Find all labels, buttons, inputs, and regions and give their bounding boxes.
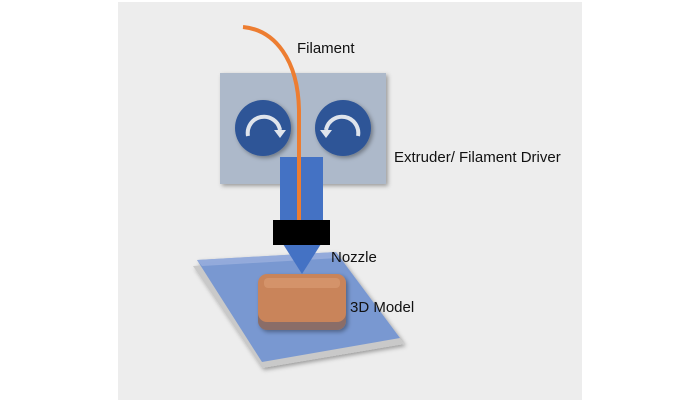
extruder-tube xyxy=(280,157,323,223)
drive-wheel-right xyxy=(315,100,371,156)
3d-model-label: 3D Model xyxy=(350,299,415,316)
nozzle-heater-block xyxy=(273,220,330,245)
3d-model-block xyxy=(258,274,346,330)
filament-strand xyxy=(242,25,301,222)
drive-wheel-left xyxy=(235,100,291,156)
nozzle-label: Nozzle xyxy=(331,249,377,266)
extruder-label: Extruder/ Filament Driver xyxy=(394,149,561,166)
nozzle-tip xyxy=(283,244,321,274)
filament-label: Filament xyxy=(297,40,355,57)
